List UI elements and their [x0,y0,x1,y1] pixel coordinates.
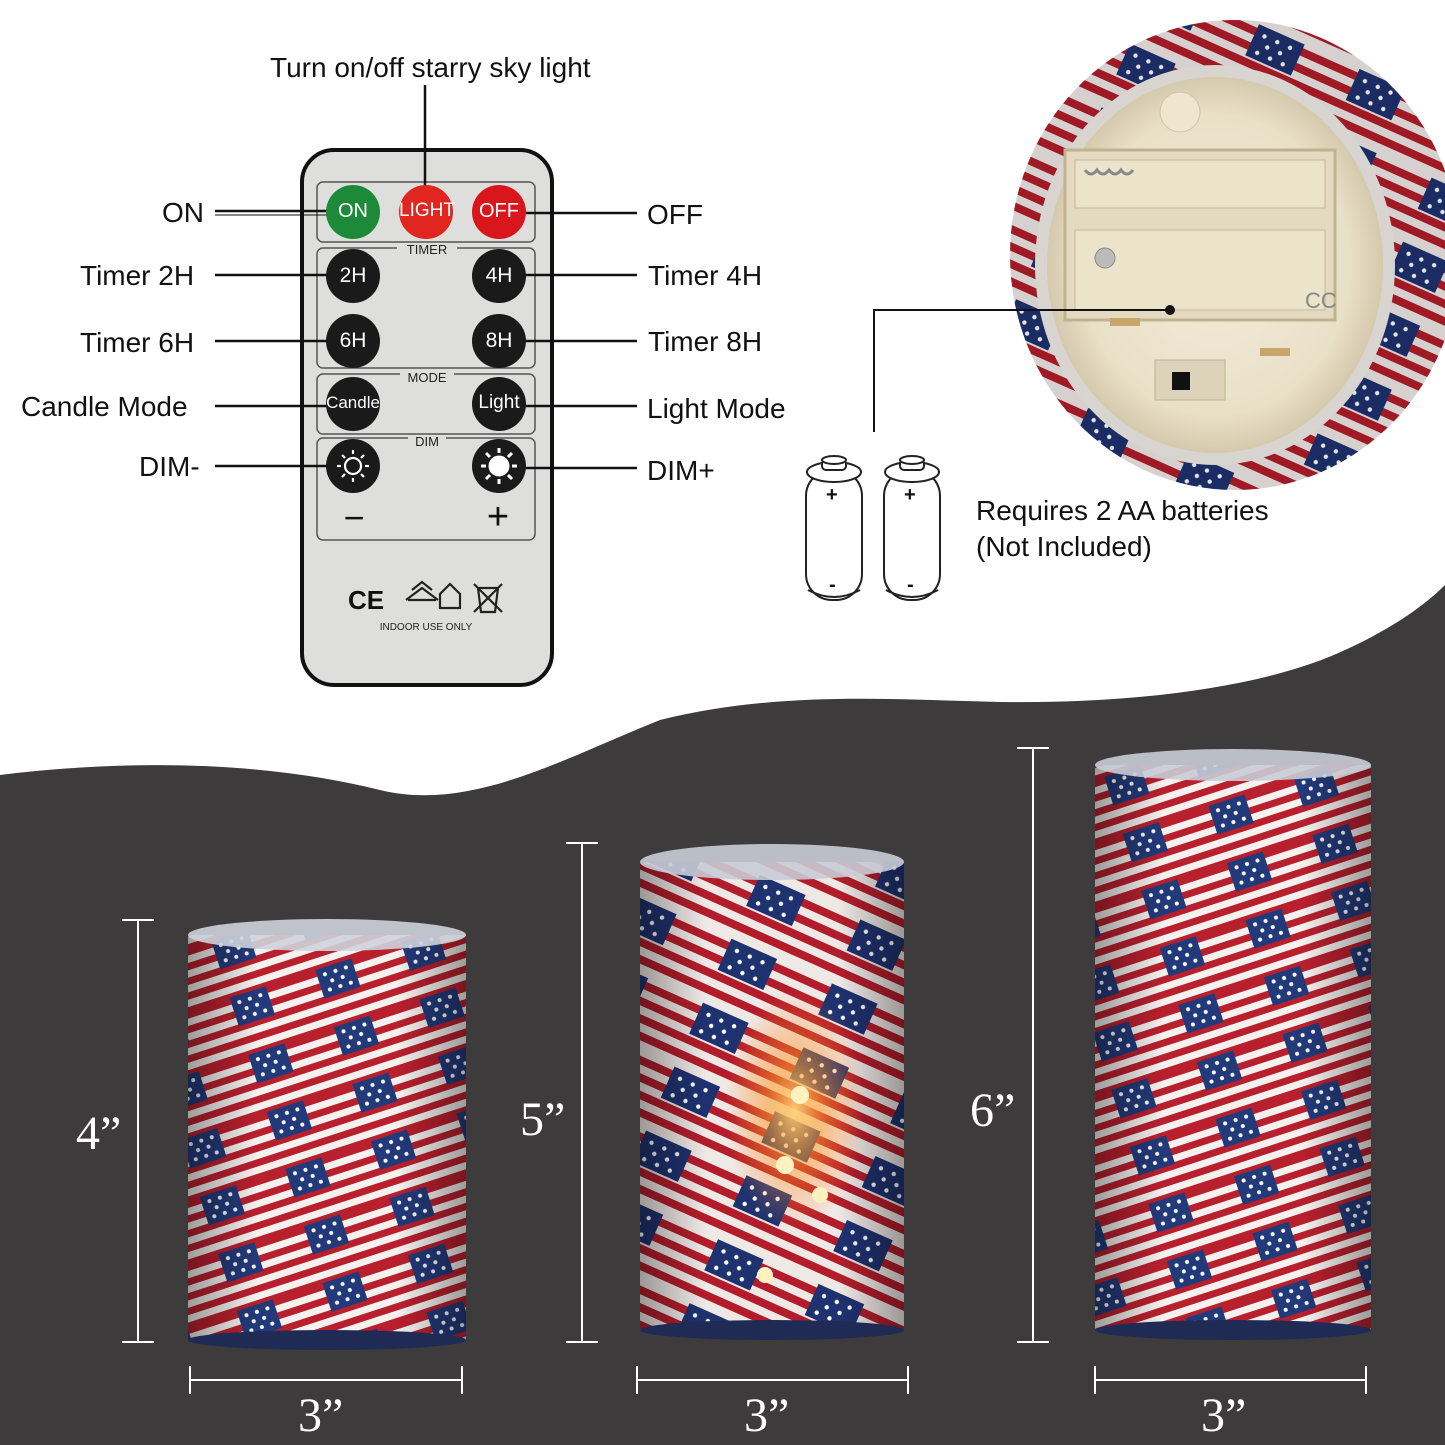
candle-3-height: 6” [970,1084,1016,1137]
candle-mode-button[interactable]: Candle [326,393,380,412]
ce-mark-icon: CE [348,585,385,615]
aa-batteries [805,455,941,601]
dim-minus-button[interactable] [326,439,380,493]
light-mode-callout: Light Mode [647,393,786,424]
off-callout: OFF [647,199,703,230]
battery-1-plus: + [826,484,838,506]
dim-plus-symbol: + [486,496,510,538]
candle-mode-callout: Candle Mode [21,391,188,422]
timer-2h-callout: Timer 2H [80,260,195,291]
timer-8h-button[interactable]: 8H [485,329,513,352]
dimension-lines [122,747,1367,1394]
certification-icons [405,580,503,614]
battery-1-minus: - [829,574,836,596]
dim-minus-symbol: − [343,497,365,538]
callout-lines [215,85,637,470]
candle-5in [640,844,904,1340]
battery-2-minus: - [907,574,914,596]
candle-1-height: 4” [76,1107,122,1160]
timer-2h-button[interactable]: 2H [339,264,367,287]
dim-minus-callout: DIM- [139,451,200,482]
candle-3-width: 3” [1201,1389,1247,1442]
battery-compartment-photo: CC [1010,20,1445,490]
battery-2-plus: + [904,484,916,506]
off-button[interactable]: OFF [479,200,519,222]
svg-text:CC: CC [1305,288,1337,313]
candle-2-width: 3” [744,1389,790,1442]
mode-section-label: MODE [400,371,454,384]
dim-section-label: DIM [408,435,446,448]
sun-icon-plus [481,448,517,484]
dim-plus-button[interactable] [472,439,526,493]
candle-4in [188,919,466,1350]
remote-button-shapes [326,185,526,493]
timer-4h-button[interactable]: 4H [485,264,513,287]
candle-1-width: 3” [298,1389,344,1442]
battery-requirement: Requires 2 AA batteries [976,495,1269,526]
timer-4h-callout: Timer 4H [648,260,763,291]
on-button[interactable]: ON [338,200,368,222]
starry-sky-label: Turn on/off starry sky light [270,52,591,83]
sun-icon-minus [337,450,369,482]
candle-6in [1095,749,1371,1340]
light-button[interactable]: LIGHT [399,200,455,221]
battery-not-included: (Not Included) [976,531,1152,562]
timer-8h-callout: Timer 8H [648,326,763,357]
candle-2-height: 5” [520,1093,566,1146]
on-callout: ON [162,197,204,228]
timer-6h-callout: Timer 6H [80,327,195,358]
timer-6h-button[interactable]: 6H [339,329,367,352]
dim-plus-callout: DIM+ [647,455,715,486]
light-mode-button[interactable]: Light [478,392,520,413]
timer-section-label: TIMER [397,243,457,256]
indoor-use-text: INDOOR USE ONLY [379,622,473,633]
